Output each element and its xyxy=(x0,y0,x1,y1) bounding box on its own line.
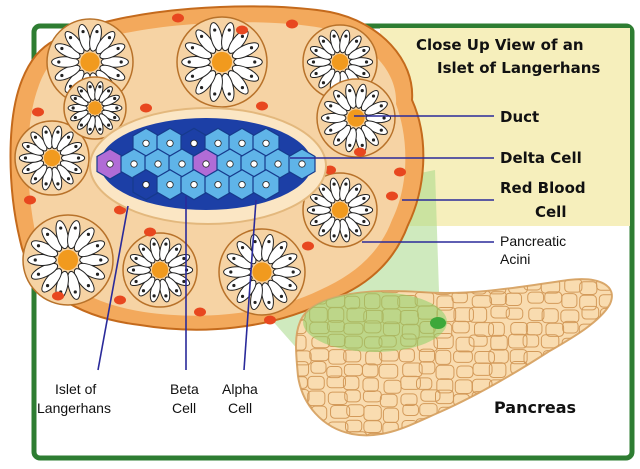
pancreas-label: Pancreas xyxy=(494,398,576,417)
red-blood-cell xyxy=(172,13,184,23)
beta-cell-label-line-2: Cell xyxy=(172,400,196,416)
pancreas-highlight xyxy=(303,292,447,352)
red-blood-cell xyxy=(354,147,366,157)
red-blood-cell xyxy=(324,165,336,175)
alpha-leader xyxy=(243,199,257,371)
delta-cell-label: Delta Cell xyxy=(500,149,582,167)
red-blood-cell xyxy=(264,315,276,325)
leader-lines xyxy=(97,115,494,371)
pancreatic-acini-label-line-2: Acini xyxy=(500,251,530,267)
pancreatic-acini-label-line-1: Pancreatic xyxy=(500,233,566,249)
islet-leader xyxy=(97,205,129,371)
acinus xyxy=(22,214,114,306)
acinus xyxy=(218,228,306,316)
red-blood-cell xyxy=(286,19,298,29)
islet-label-line-2: Langerhans xyxy=(37,400,111,416)
red-blood-cell xyxy=(256,101,268,111)
red-blood-cells-group xyxy=(24,13,406,325)
acinus xyxy=(14,120,90,196)
red-blood-cell xyxy=(144,227,156,237)
acinus xyxy=(63,76,127,140)
red-blood-cell xyxy=(394,167,406,177)
red-blood-cell-label-line-1: Red Blood xyxy=(500,179,586,197)
red-blood-cell xyxy=(114,295,126,305)
red-blood-cell xyxy=(140,103,152,113)
acinus xyxy=(122,232,198,308)
red-blood-cell xyxy=(114,205,126,215)
red-blood-cell-label-line-2: Cell xyxy=(535,203,566,221)
islet-of-langerhans xyxy=(89,107,327,225)
red-blood-cell xyxy=(24,195,36,205)
acinus xyxy=(176,16,268,108)
title-line-2: Islet of Langerhans xyxy=(437,59,600,77)
beta-cell-label-line-1: Beta xyxy=(170,381,199,397)
red-blood-cell xyxy=(386,191,398,201)
acinus xyxy=(302,24,378,100)
acinus xyxy=(316,78,396,158)
red-blood-cell xyxy=(52,291,64,301)
alpha-cell-label-line-1: Alpha xyxy=(222,381,258,397)
red-blood-cell xyxy=(236,25,248,35)
red-blood-cell xyxy=(302,241,314,251)
islet-label-line-1: Islet of xyxy=(55,381,96,397)
duct-label: Duct xyxy=(500,108,539,126)
title-line-1: Close Up View of an xyxy=(416,36,584,54)
pancreatic-acini-group xyxy=(14,16,396,316)
red-blood-cell xyxy=(32,107,44,117)
acinus xyxy=(302,172,378,248)
alpha-cell-label-line-2: Cell xyxy=(228,400,252,416)
red-blood-cell xyxy=(194,307,206,317)
